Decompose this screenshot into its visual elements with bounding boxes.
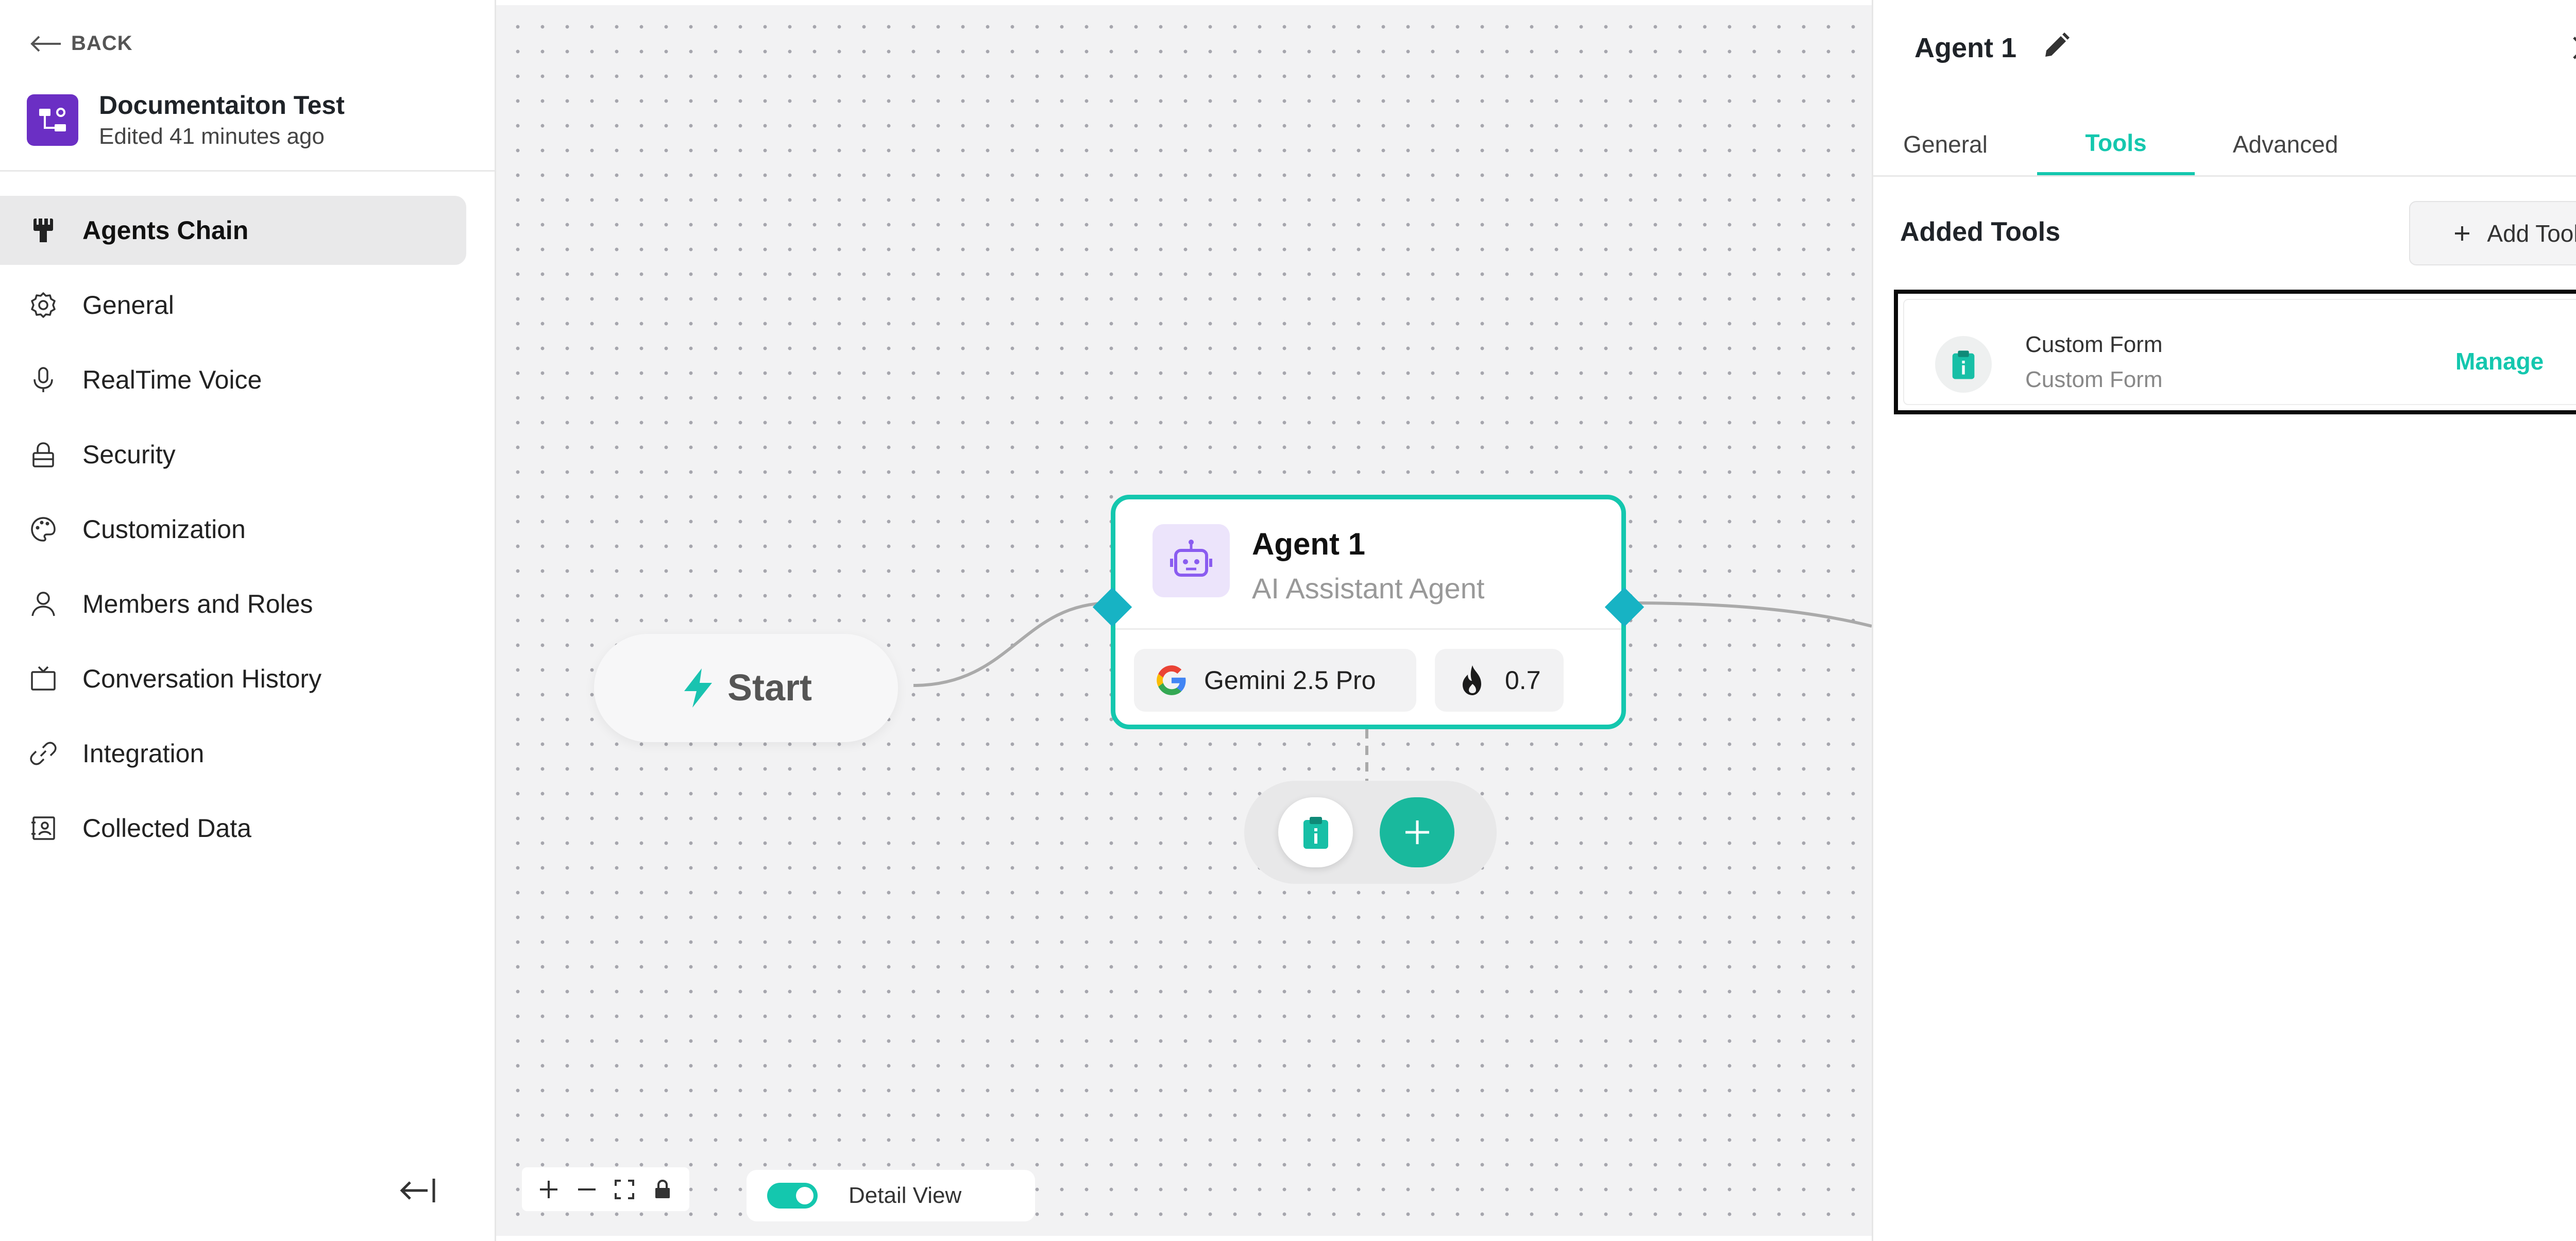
fullscreen-icon [615, 1179, 635, 1199]
sidebar-item-label: Members and Roles [82, 590, 313, 618]
fit-view-button[interactable] [609, 1174, 640, 1205]
edge-start-agent [913, 601, 1111, 687]
robot-icon [1153, 524, 1230, 597]
sidebar-item-security[interactable]: Security [0, 420, 466, 489]
flow-icon [27, 94, 78, 146]
start-node-label: Start [727, 667, 812, 709]
google-icon [1157, 665, 1186, 695]
lock-icon [29, 440, 58, 469]
sidebar-item-label: RealTime Voice [82, 365, 262, 394]
flow-canvas[interactable]: Start Agent 1 AI Assistant Agent Gemini … [496, 5, 1872, 1236]
detail-view-toggle[interactable] [767, 1183, 818, 1209]
plus-icon [1405, 820, 1429, 844]
tool-name: Custom Form [2025, 332, 2163, 357]
sidebar-item-label: Integration [82, 739, 205, 768]
project-title: Documentaiton Test [99, 91, 345, 120]
tab-advanced[interactable]: Advanced [2232, 131, 2338, 158]
sidebar-item-label: Security [82, 440, 176, 469]
agent-settings-panel: Agent 1 General Tools Advanced Added Too… [1872, 0, 2576, 1241]
sidebar-item-label: Agents Chain [82, 216, 249, 245]
detail-view-control: Detail View [747, 1170, 1035, 1221]
add-tools-button[interactable]: Add Tools [2409, 201, 2576, 265]
plus-icon [539, 1180, 557, 1198]
minus-icon [578, 1188, 596, 1190]
model-badge: Gemini 2.5 Pro [1134, 649, 1416, 712]
lock-icon [655, 1179, 670, 1198]
lightning-icon [684, 668, 712, 708]
user-icon [29, 590, 58, 618]
added-tools-heading: Added Tools [1900, 217, 2061, 247]
model-name: Gemini 2.5 Pro [1204, 666, 1376, 695]
agents-chain-icon [29, 216, 58, 245]
zoom-in-button[interactable] [533, 1174, 564, 1205]
plus-icon [2455, 226, 2470, 241]
canvas-controls [522, 1167, 689, 1211]
sidebar-item-customization[interactable]: Customization [0, 495, 466, 564]
add-tool-button[interactable] [1380, 797, 1454, 867]
project-edited-time: Edited 41 minutes ago [99, 123, 325, 149]
sidebar: BACK Documentaiton Test Edited 41 minute… [0, 0, 496, 1241]
divider [1115, 628, 1621, 630]
arrow-left-icon [30, 36, 61, 52]
tab-tools[interactable]: Tools [2037, 113, 2195, 175]
tv-icon [29, 664, 58, 693]
lock-canvas-button[interactable] [647, 1174, 678, 1205]
manage-tool-button[interactable]: Manage [2455, 348, 2544, 375]
tool-item-custom-form: Custom Form Custom Form Manage [1894, 290, 2576, 414]
palette-icon [29, 515, 58, 544]
project-header: Documentaiton Test Edited 41 minutes ago [27, 91, 345, 149]
sidebar-nav: Agents Chain General RealTime Voice Secu… [0, 196, 466, 868]
tool-node-custom-form[interactable] [1278, 797, 1353, 867]
contact-book-icon [29, 814, 58, 843]
flame-icon [1463, 665, 1481, 695]
temperature-badge: 0.7 [1435, 649, 1564, 712]
panel-title: Agent 1 [1914, 32, 2017, 63]
sidebar-item-label: Conversation History [82, 664, 322, 693]
sidebar-item-label: Customization [82, 515, 246, 544]
sidebar-item-conversation-history[interactable]: Conversation History [0, 644, 466, 713]
panel-tabs: General Tools Advanced [1873, 113, 2576, 177]
add-tools-label: Add Tools [2487, 220, 2576, 247]
sidebar-item-agents-chain[interactable]: Agents Chain [0, 196, 466, 265]
tool-description: Custom Form [2025, 367, 2163, 392]
divider [0, 170, 495, 172]
close-icon[interactable] [2566, 30, 2576, 66]
agent-type: AI Assistant Agent [1252, 572, 1485, 605]
clipboard-icon [1935, 336, 1992, 393]
edge-agent-next [1625, 601, 1872, 628]
microphone-icon [29, 365, 58, 394]
sidebar-item-label: Collected Data [82, 814, 251, 843]
start-node[interactable]: Start [594, 634, 898, 742]
sidebar-item-realtime-voice[interactable]: RealTime Voice [0, 345, 466, 414]
agent-name: Agent 1 [1252, 527, 1366, 561]
gear-icon [29, 291, 58, 320]
zoom-out-button[interactable] [571, 1174, 602, 1205]
back-label: BACK [71, 32, 133, 55]
back-button[interactable]: BACK [29, 32, 133, 55]
temperature-value: 0.7 [1505, 666, 1541, 695]
clipboard-icon [1303, 817, 1328, 849]
pencil-icon[interactable] [2039, 30, 2072, 63]
tab-general[interactable]: General [1903, 131, 1988, 158]
collapse-sidebar-icon[interactable] [397, 1172, 438, 1209]
sidebar-item-collected-data[interactable]: Collected Data [0, 794, 466, 863]
agent-node[interactable]: Agent 1 AI Assistant Agent Gemini 2.5 Pr… [1111, 495, 1626, 729]
detail-view-label: Detail View [849, 1183, 962, 1208]
edges-layer [913, 601, 1872, 781]
agent-tools-group [1244, 781, 1497, 884]
sidebar-item-label: General [82, 291, 174, 320]
sidebar-item-members-and-roles[interactable]: Members and Roles [0, 569, 466, 639]
link-icon [29, 739, 58, 768]
sidebar-item-general[interactable]: General [0, 271, 466, 340]
sidebar-item-integration[interactable]: Integration [0, 719, 466, 788]
